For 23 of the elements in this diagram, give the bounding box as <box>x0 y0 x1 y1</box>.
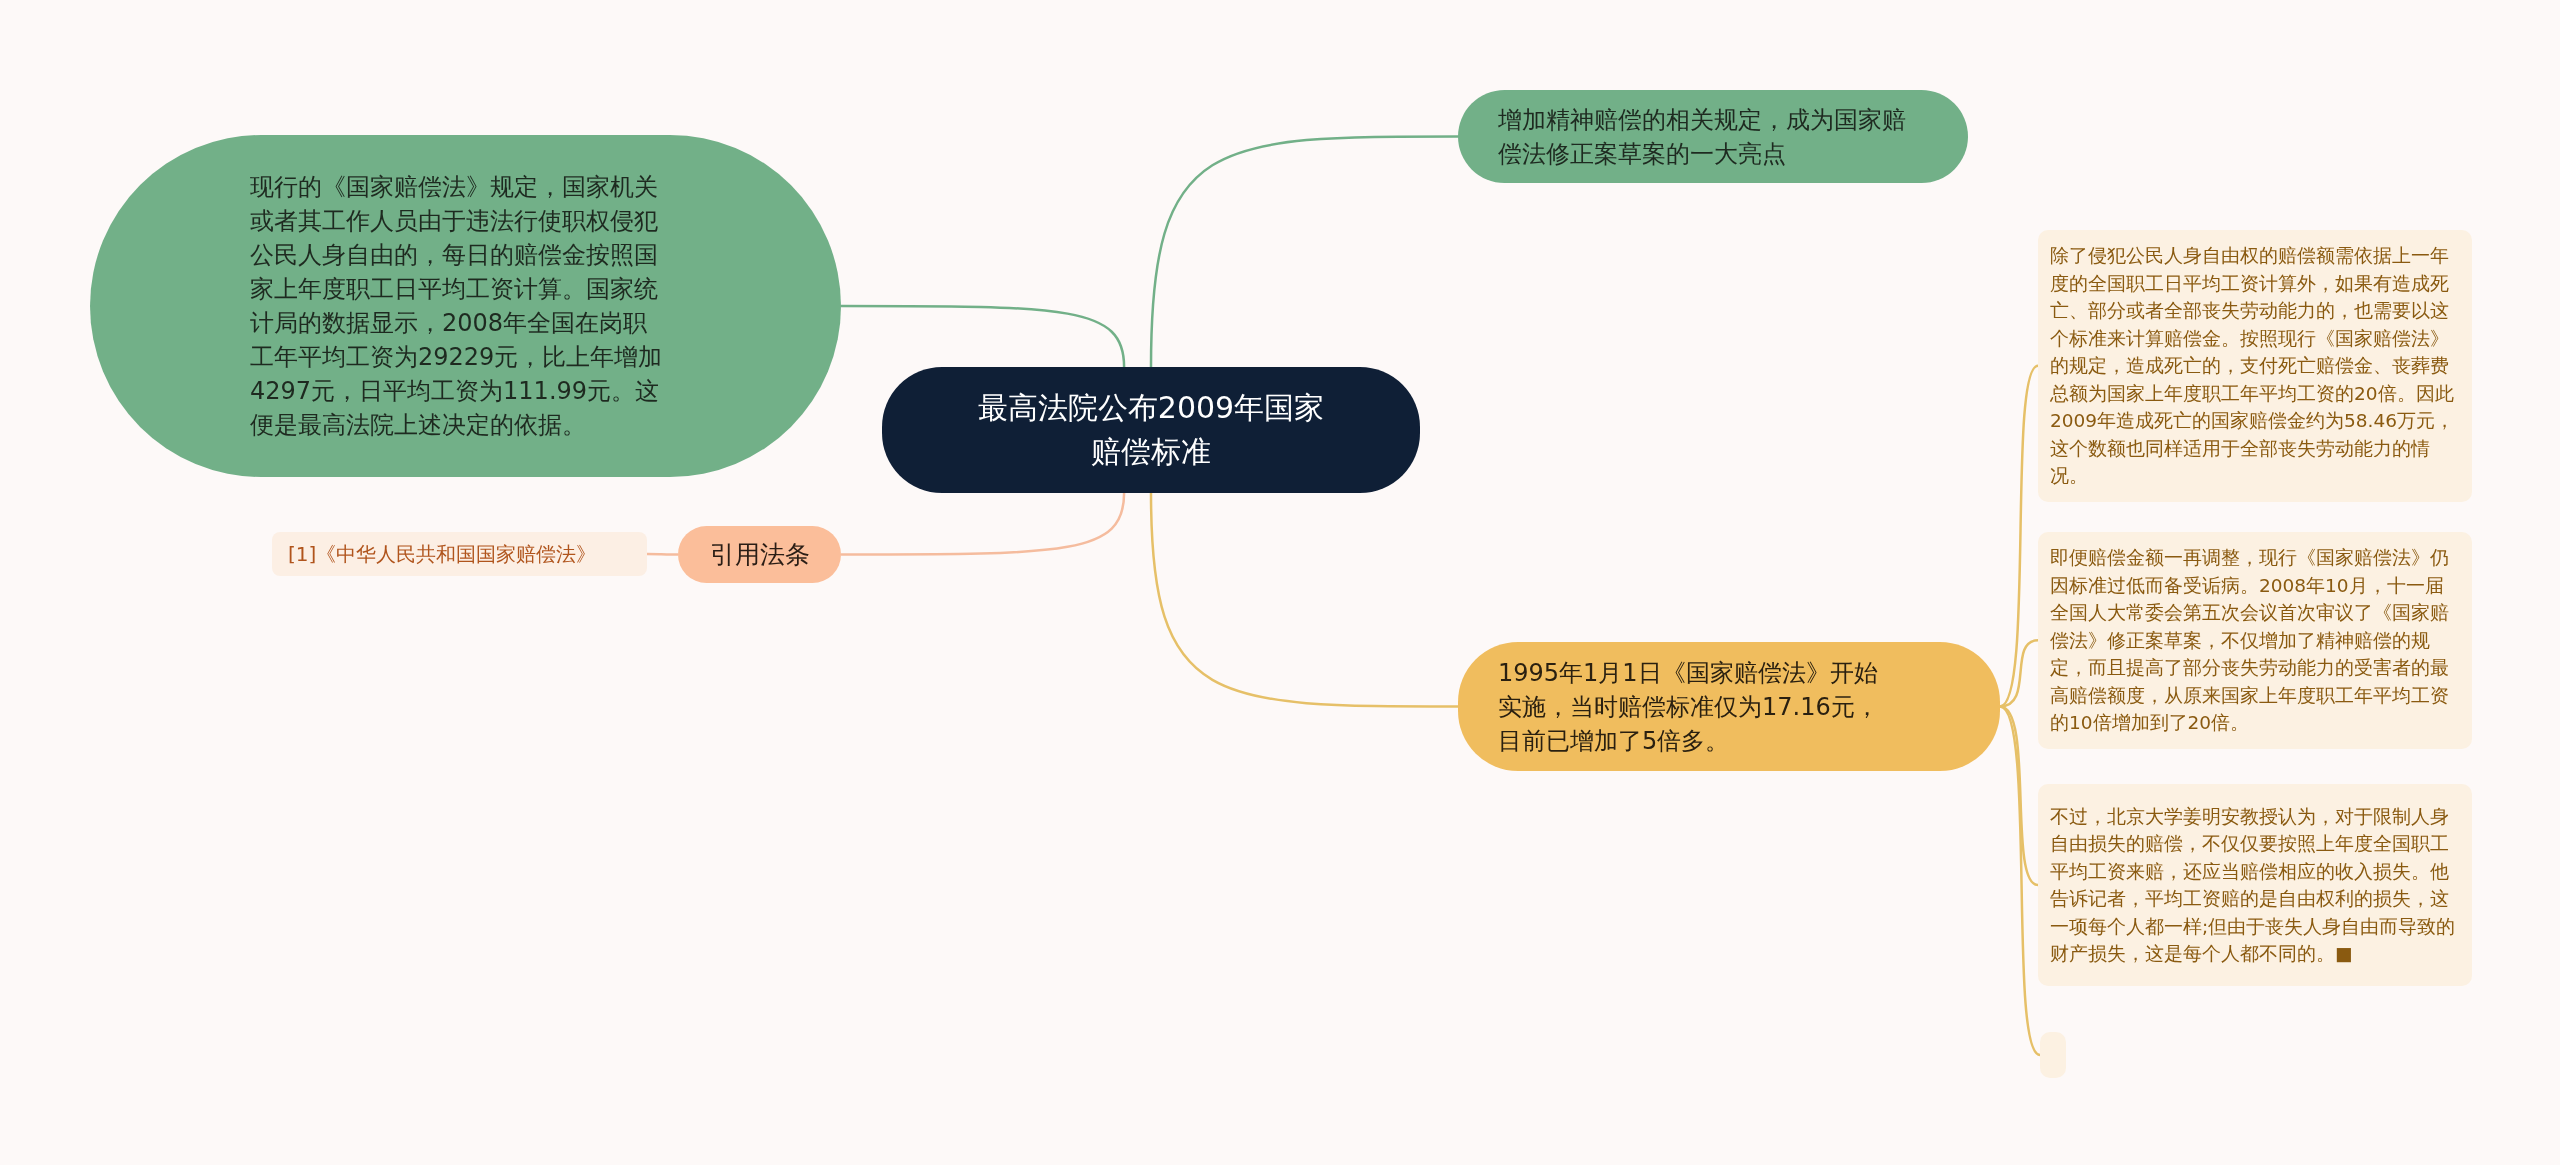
reference-card <box>272 532 647 576</box>
topic-text: 1995年1月1日《国家赔偿法》开始实施，当时赔偿标准仅为17.16元，目前已增加了5倍多。 <box>1498 657 1880 757</box>
connector-line <box>841 492 1126 556</box>
reference-text: [1]《中华人民共和国国家赔偿法》 <box>288 541 597 568</box>
note-text: 不过，北京大学姜明安教授认为，对于限制人身自由损失的赔偿，不仅仅要按照上年度全国职工平均工资来赔，还应当赔偿相应的收入损失。他告诉记者，平均工资赔的是自由权利的损失，这一项每个人都一样;但由于丧失人身自由而导致的财产损失，这是每个人都不同的。■ <box>2050 804 2457 966</box>
connector-line <box>1149 135 1458 368</box>
connector-line <box>1999 705 2041 1056</box>
connector-line <box>1999 705 2039 887</box>
note-text: 除了侵犯公民人身自由权的赔偿额需依据上一年度的全国职工日平均工资计算外，如果有造成死亡、部分或者全部丧失劳动能力的，也需要以这个标准来计算赔偿金。按照现行《国家赔偿法》的规定，造成死亡的，支付死亡赔偿金、丧葬费总额为国家上年度职工年平均工资的20倍。因此2009年造成死亡的国家赔偿金约为58.46万元，这个数额也同样适用于全部丧失劳动能力的情况。 <box>2050 244 2456 488</box>
topic-title: 最高法院公布2009年国家赔偿标准 <box>976 389 1326 471</box>
topic-text: 现行的《国家赔偿法》规定，国家机关或者其工作人员由于违法行使职权侵犯公民人身自由的，每日的赔偿金按照国家上年度职工日平均工资计算。国家统计局的数据显示，2008年全国在岗职工年平均工资为29229元，比上年增加4297元，日平均工资为111.99元。这便是最高法院上述决定的依据。 <box>250 172 664 441</box>
topic-pill <box>678 526 841 583</box>
note-card <box>2038 784 2472 986</box>
note-card <box>2038 230 2472 502</box>
connector-line <box>647 552 678 556</box>
note-card <box>2038 532 2472 749</box>
topic-text: 引用法条 <box>709 538 810 571</box>
connector-line <box>1149 492 1458 708</box>
connector-line <box>841 304 1126 368</box>
connector-line <box>1999 364 2039 708</box>
empty-card <box>2040 1032 2066 1078</box>
note-text: 即便赔偿金额一再调整，现行《国家赔偿法》仍因标准过低而备受诟病。2008年10月，十一届全国人大常委会第五次会议首次审议了《国家赔偿法》修正案草案，不仅增加了精神赔偿的规定，而且提高了部分丧失劳动能力的受害者的最高赔偿额度，从原来国家上年度职工年平均工资的10倍增加到了20倍。 <box>2050 546 2450 735</box>
topic-text: 增加精神赔偿的相关规定，成为国家赔偿法修正案草案的一大亮点 <box>1498 104 1907 170</box>
